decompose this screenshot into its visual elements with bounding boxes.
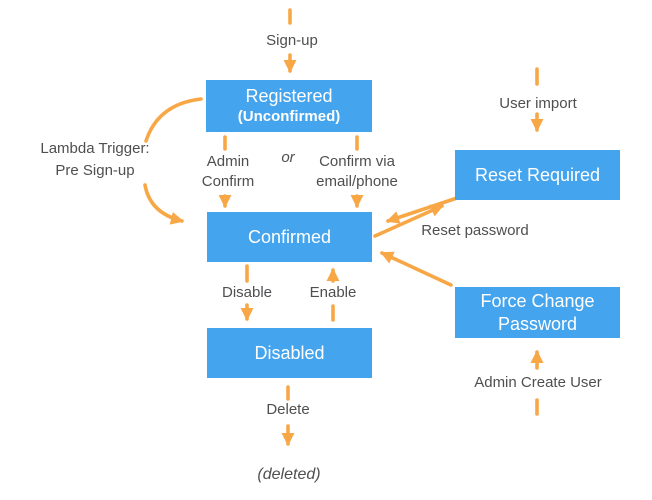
- state-confirmed: Confirmed: [207, 212, 372, 262]
- label-user-import: User import: [499, 95, 577, 112]
- state-reset-required-title: Reset Required: [474, 164, 601, 185]
- lambda-arc-top-icon: [144, 97, 203, 143]
- state-force-change-password: Force Change Password: [455, 287, 620, 338]
- state-fcp-title-line2: Password: [497, 313, 578, 334]
- label-lambda-trigger-line2: Pre Sign-up: [55, 162, 135, 179]
- state-reset-required: Reset Required: [455, 150, 620, 200]
- state-disabled: Disabled: [207, 328, 372, 378]
- state-registered-title: Registered: [245, 86, 333, 107]
- label-deleted: (deleted): [257, 466, 321, 483]
- fcp-to-confirmed-arrow-icon: [380, 251, 453, 287]
- label-disable: Disable: [221, 284, 273, 301]
- label-confirm-via-line1: Confirm via: [319, 153, 395, 170]
- label-admin-create-user: Admin Create User: [474, 374, 602, 391]
- label-confirm-via-line2: email/phone: [316, 173, 398, 190]
- label-lambda-trigger-line1: Lambda Trigger:: [40, 140, 150, 157]
- label-lambda-trigger: Lambda Trigger: Pre Sign-up: [20, 138, 170, 182]
- lambda-arc-bottom-arrow-icon: [143, 183, 184, 225]
- state-fcp-title-line1: Force Change: [480, 291, 595, 311]
- state-registered: Registered (Unconfirmed): [206, 80, 372, 132]
- state-registered-subtitle: (Unconfirmed): [237, 107, 341, 125]
- state-disabled-title: Disabled: [254, 342, 325, 363]
- reset-to-confirmed-arrow-icon: [386, 194, 465, 224]
- label-confirm-via: Confirm via email/phone: [307, 152, 407, 192]
- label-enable: Enable: [309, 284, 357, 301]
- label-delete: Delete: [266, 401, 310, 418]
- label-reset-password: Reset password: [421, 222, 529, 239]
- label-admin-confirm-line2: Confirm: [201, 173, 255, 190]
- label-or: or: [281, 149, 295, 166]
- label-sign-up: Sign-up: [266, 32, 318, 49]
- label-admin-confirm-line1: Admin: [206, 153, 250, 170]
- state-confirmed-title: Confirmed: [247, 226, 332, 247]
- label-admin-confirm: Admin Confirm: [193, 152, 263, 192]
